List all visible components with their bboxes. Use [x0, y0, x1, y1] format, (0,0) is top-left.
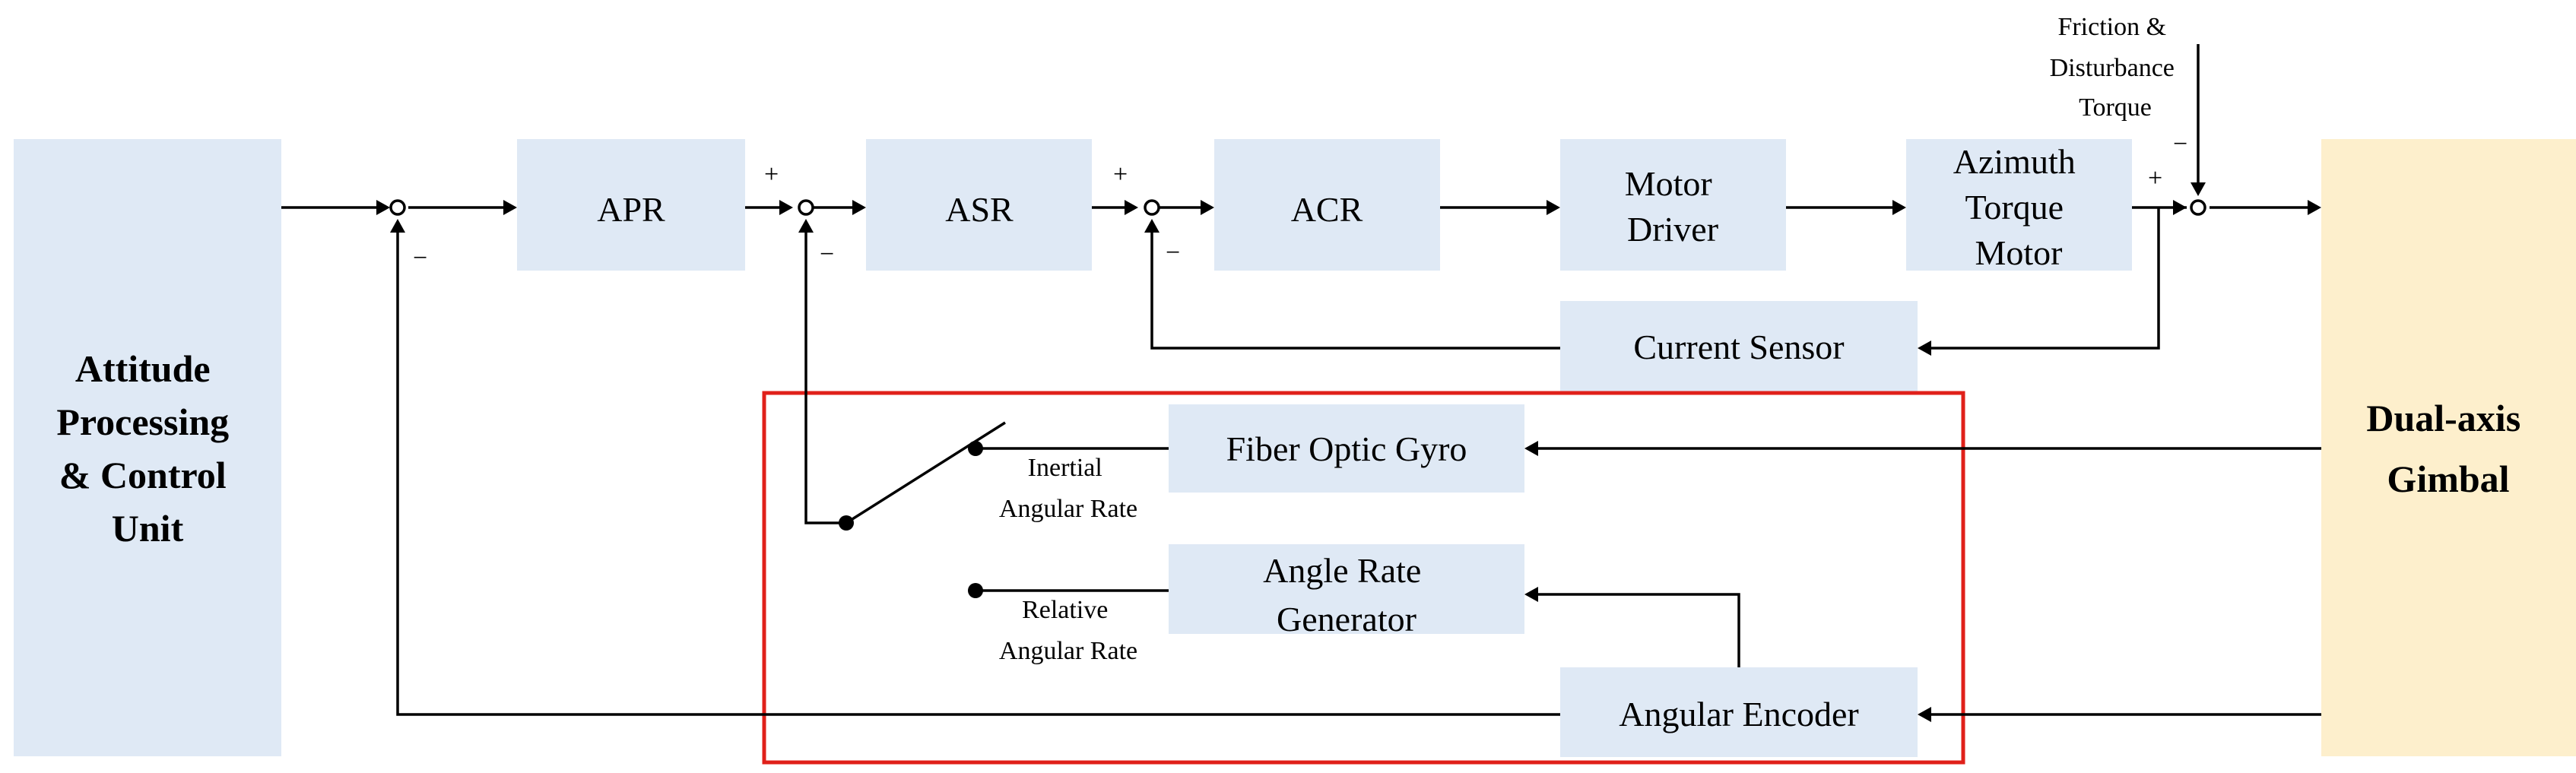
motor-driver-line-1: Motor: [1625, 164, 1712, 203]
forward-wires: [281, 44, 2309, 209]
switch-contact-inertial: [968, 441, 983, 456]
fiber-optic-gyro-block: Fiber Optic Gyro: [1169, 404, 1524, 493]
rate-selector-switch: [839, 441, 983, 598]
sign-s3-plus: +: [1113, 160, 1128, 188]
switch-pivot: [839, 515, 854, 531]
disturbance-label: Friction & Disturbance Torque: [2050, 13, 2181, 122]
summing-junctions: [389, 199, 2206, 216]
apcu-line-3: & Control: [59, 454, 227, 496]
current-sensor-label: Current Sensor: [1633, 328, 1844, 366]
motor-driver-line-2: Driver: [1627, 210, 1718, 249]
disturbance-line-1: Friction &: [2057, 13, 2166, 41]
apcu-line-2: Processing: [56, 401, 229, 443]
inertial-line-1: Inertial: [1028, 454, 1102, 482]
apr-label: APR: [597, 190, 665, 229]
dual-axis-gimbal: Dual-axis Gimbal: [2321, 139, 2576, 756]
switch-contact-relative: [968, 583, 983, 598]
sum-junction-torque: [2190, 199, 2206, 216]
azimuth-line-3: Motor: [1975, 233, 2063, 272]
sum-junction-speed: [798, 199, 814, 216]
junction-signs: − + − + − + −: [413, 130, 2187, 272]
apcu-line-1: Attitude: [75, 347, 211, 390]
inertial-rate-label: Inertial Angular Rate: [999, 454, 1137, 523]
svg-text:Dual-axis Gimbal: Dual-axis Gimbal: [2366, 397, 2530, 500]
sign-s2-minus: −: [820, 240, 834, 268]
gimbal-line-1: Dual-axis: [2366, 397, 2520, 439]
sum-junction-current: [1144, 199, 1160, 216]
fog-label: Fiber Optic Gyro: [1226, 429, 1467, 468]
disturbance-line-3: Torque: [2079, 93, 2152, 122]
motor-driver-block: Motor Driver: [1560, 139, 1786, 271]
inertial-line-2: Angular Rate: [999, 495, 1137, 523]
sign-s4-plus: +: [2148, 164, 2162, 192]
asr-block: ASR: [866, 139, 1092, 271]
angular-encoder-block: Angular Encoder: [1560, 667, 1918, 757]
azimuth-line-2: Torque: [1965, 188, 2064, 227]
apcu-line-4: Unit: [112, 507, 184, 550]
sum-junction-position: [389, 199, 406, 216]
feedback-wires: [396, 208, 2321, 716]
azimuth-line-1: Azimuth: [1953, 142, 2076, 181]
svg-text:Inertial Angular Rate: Inertial Angular Rate: [999, 454, 1137, 523]
relative-line-2: Angular Rate: [999, 637, 1137, 665]
acr-label: ACR: [1291, 190, 1363, 229]
gimbal-line-2: Gimbal: [2387, 458, 2509, 500]
current-sensor-block: Current Sensor: [1560, 301, 1918, 392]
svg-text:Azimuth Torque Mot: Azimuth Torque Motor: [1953, 142, 2084, 272]
encoder-label: Angular Encoder: [1619, 695, 1859, 733]
acr-block: ACR: [1214, 139, 1440, 271]
svg-text:Relative Angular Rate: Relative Angular Rate: [999, 596, 1137, 665]
svg-text:Angle Rate Generator: Angle Rate Generator: [1263, 551, 1430, 638]
arg-line-1: Angle Rate: [1263, 551, 1421, 590]
sign-s3-minus: −: [1166, 239, 1180, 267]
angle-rate-generator-block: Angle Rate Generator: [1169, 544, 1524, 638]
svg-text:Motor Driver: Motor Driver: [1625, 164, 1721, 249]
sign-s4-minus: −: [2173, 130, 2187, 158]
attitude-processing-control-unit: Attitude Processing & Control Unit: [14, 139, 281, 756]
sign-s1-minus: −: [413, 244, 427, 272]
sign-s2-plus: +: [764, 160, 779, 188]
azimuth-torque-motor-block: Azimuth Torque Motor: [1906, 139, 2132, 272]
asr-label: ASR: [945, 190, 1014, 229]
relative-rate-label: Relative Angular Rate: [999, 596, 1137, 665]
svg-text:Attitude Processing: Attitude Processing & Control Unit: [56, 347, 238, 550]
disturbance-line-2: Disturbance: [2050, 54, 2175, 82]
sensor-highlight-box: [762, 391, 1965, 765]
arrowheads: [376, 182, 2321, 722]
svg-text:Friction & Disturbance: Friction & Disturbance Torque: [2050, 13, 2181, 122]
apr-block: APR: [517, 139, 745, 271]
arg-line-2: Generator: [1277, 600, 1416, 638]
relative-line-1: Relative: [1022, 596, 1108, 624]
